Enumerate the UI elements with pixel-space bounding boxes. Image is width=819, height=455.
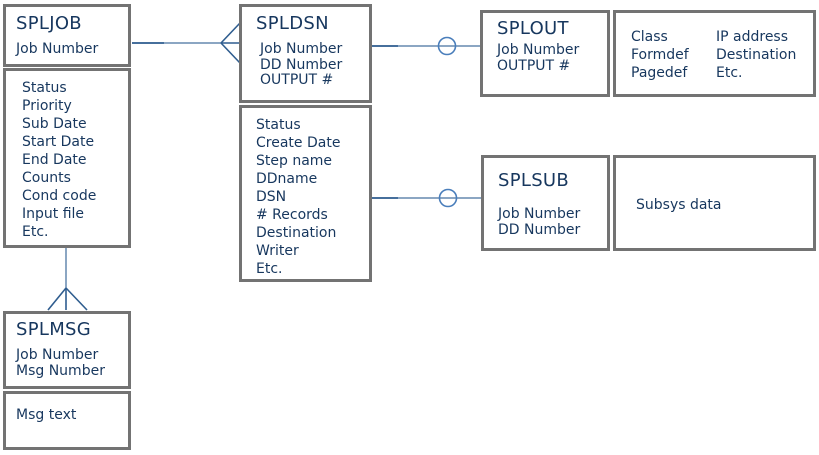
entity-splout-header: SPLOUT Job Number OUTPUT # — [480, 10, 610, 97]
connector-spljob-spldsn — [132, 22, 241, 64]
entity-spljob-header: SPLJOB Job Number — [3, 4, 131, 67]
crow-foot-splmsg-icon — [47, 287, 88, 311]
entity-splout-keys: Job Number OUTPUT # — [497, 42, 580, 74]
entity-splsub-keys: Job Number DD Number — [498, 206, 581, 238]
optional-circle-splsub-icon — [438, 188, 458, 208]
crow-foot-spldsn-icon — [220, 22, 241, 64]
entity-spljob-keys: Job Number — [16, 41, 99, 57]
entity-splsub-attributes: Subsys data — [613, 155, 816, 251]
entity-splout-attributes-col1: Class Formdef Pagedef — [631, 29, 689, 81]
entity-spldsn-attributes: Status Create Date Step name DDname DSN … — [239, 105, 372, 282]
entity-spljob-title: SPLJOB — [16, 13, 82, 34]
entity-splout-attributes-col2: IP address Destination Etc. — [716, 29, 797, 81]
entity-spldsn-header: SPLDSN Job Number DD Number OUTPUT # — [239, 4, 372, 103]
entity-splsub-title: SPLSUB — [498, 170, 570, 191]
connector-spljob-splmsg — [47, 248, 88, 311]
entity-splsub-header: SPLSUB Job Number DD Number — [481, 155, 610, 251]
entity-splout-title: SPLOUT — [497, 18, 569, 39]
connector-spldsn-splout — [372, 36, 480, 56]
entity-spldsn-title: SPLDSN — [256, 13, 329, 34]
optional-circle-splout-icon — [437, 36, 457, 56]
connector-spldsn-splsub — [372, 188, 481, 208]
entity-spljob-attributes: Status Priority Sub Date Start Date End … — [3, 68, 131, 248]
entity-splout-attributes: Class Formdef Pagedef IP address Destina… — [613, 10, 816, 97]
entity-splmsg-header: SPLMSG Job Number Msg Number — [3, 311, 131, 389]
entity-splmsg-keys: Job Number Msg Number — [16, 347, 105, 379]
entity-splmsg-attributes: Msg text — [3, 391, 131, 450]
entity-splmsg-title: SPLMSG — [16, 319, 92, 340]
entity-spldsn-keys: Job Number DD Number OUTPUT # — [260, 41, 343, 88]
